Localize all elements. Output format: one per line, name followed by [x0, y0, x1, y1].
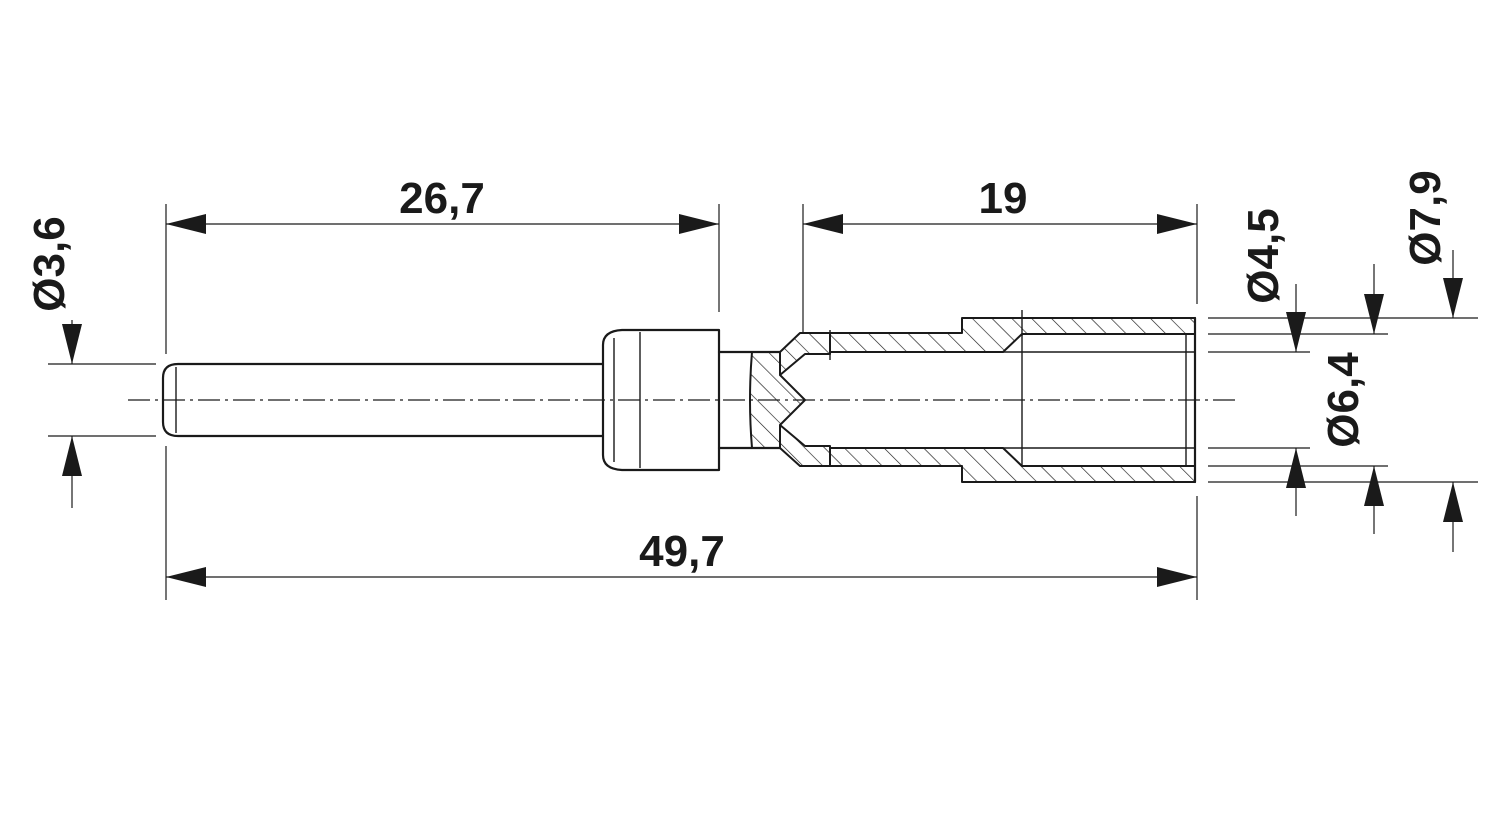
cone-section-top	[779, 332, 831, 376]
pin-shaft	[161, 362, 605, 438]
total-length-label: 49,7	[639, 527, 725, 576]
barrel-wall-top	[829, 317, 1196, 353]
dim-sleeve-outer-diameter: Ø7,9	[1208, 170, 1478, 552]
sleeve-outer-diameter-label: Ø7,9	[1401, 170, 1450, 265]
pin-diameter-label: Ø3,6	[25, 216, 74, 311]
contact-pin	[161, 310, 1197, 484]
barrel-wall-bottom	[829, 447, 1196, 483]
dim-pin-diameter: Ø3,6	[25, 216, 156, 508]
dim-sleeve-inner-diameter: Ø6,4	[1208, 264, 1388, 534]
crimp-length-label: 19	[979, 174, 1028, 223]
collar	[601, 328, 721, 472]
cone-web	[749, 351, 806, 449]
dim-total-length: 49,7	[165, 446, 1198, 600]
sleeve-inner-diameter-label: Ø6,4	[1319, 352, 1368, 448]
dim-bore-diameter: Ø4,5	[1208, 208, 1310, 516]
dim-pin-length: 26,7	[165, 174, 720, 354]
cone-section-bottom	[779, 424, 831, 467]
pin-length-label: 26,7	[399, 174, 485, 223]
bore-diameter-label: Ø4,5	[1239, 208, 1288, 303]
dim-crimp-length: 19	[802, 174, 1198, 332]
